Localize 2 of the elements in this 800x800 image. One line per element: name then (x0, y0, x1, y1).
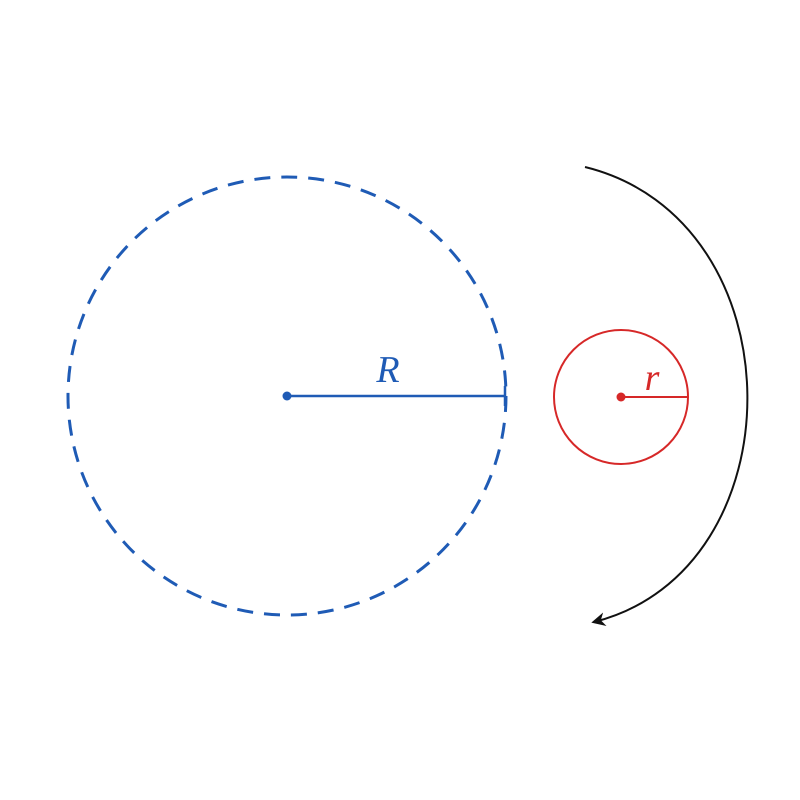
radius-label: r (644, 359, 660, 397)
radius-label: R (376, 351, 400, 389)
